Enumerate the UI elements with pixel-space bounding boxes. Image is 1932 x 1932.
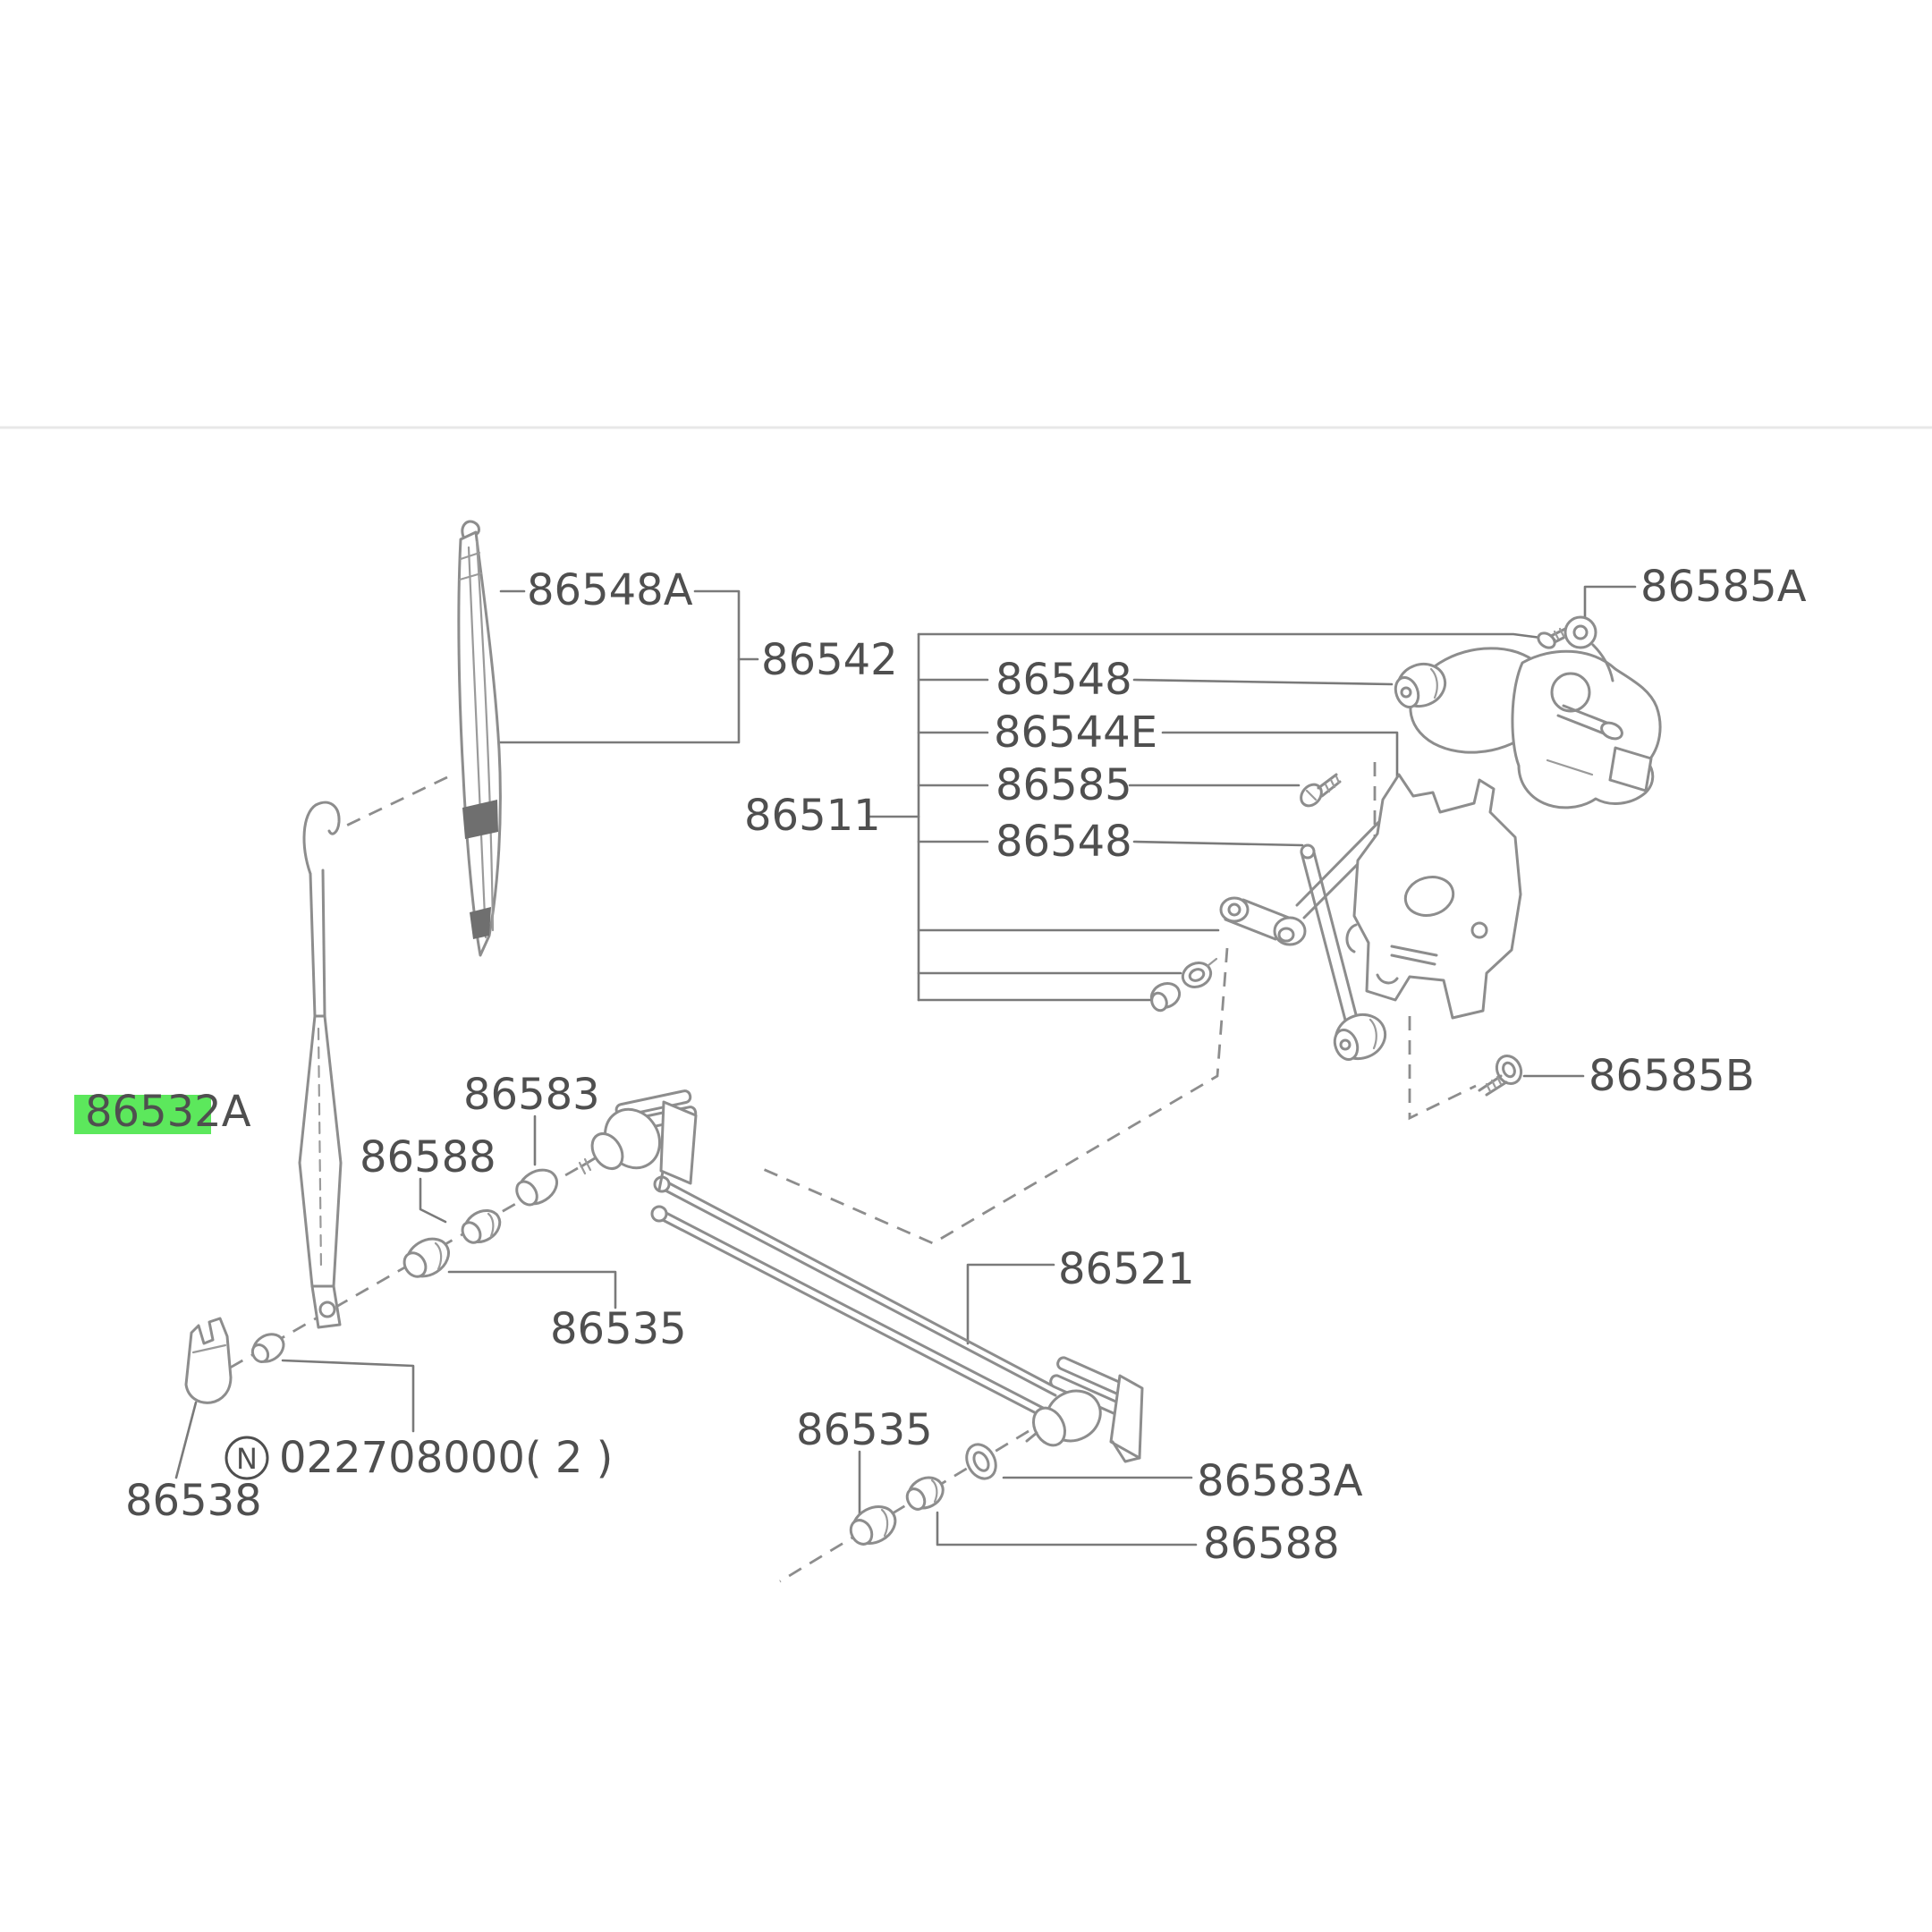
part-label-86585a[interactable]: 86585A [1640, 562, 1807, 612]
part-label-86542[interactable]: 86542 [761, 635, 898, 685]
rubber-mount-86548-lower [1333, 1013, 1387, 1061]
n-circle-letter: N [236, 1442, 258, 1476]
part-label-86511[interactable]: 86511 [744, 791, 881, 841]
part-label-86538[interactable]: 86538 [125, 1476, 262, 1526]
pivot-small-parts-left [184, 1168, 558, 1404]
washer-86583a [965, 1443, 997, 1480]
grommet-ring [1181, 962, 1213, 988]
part-label-86585[interactable]: 86585 [996, 760, 1132, 810]
part-label-86583[interactable]: 86583 [463, 1070, 600, 1120]
motor-assembly-drawing [1295, 615, 1662, 1097]
wiper-arm-drawing [298, 801, 343, 1329]
pivot-cap-86538 [184, 1317, 233, 1404]
part-label-86585b[interactable]: 86585B [1589, 1051, 1755, 1101]
part-label-86548a[interactable]: 86548A [527, 565, 693, 615]
part-label-86544e[interactable]: 86544E [994, 708, 1157, 758]
part-label-86583a[interactable]: 86583A [1197, 1456, 1363, 1506]
part-label-86548-1[interactable]: 86548 [996, 655, 1132, 705]
blade-clip-band [470, 907, 491, 939]
rubber-mount-86548-upper [1394, 662, 1447, 708]
highlight-86532a [74, 1095, 211, 1134]
n-circle-icon [225, 1436, 269, 1480]
part-label-86548-2[interactable]: 86548 [996, 817, 1132, 867]
standard-part-note[interactable]: N 022708000( 2 ) [225, 1433, 613, 1483]
screw-86585 [1300, 773, 1342, 808]
part-label-86521[interactable]: 86521 [1058, 1244, 1195, 1294]
pivot-left-drawing [578, 1089, 698, 1191]
part-label-86588-1[interactable]: 86588 [360, 1132, 496, 1182]
linkage-rods-drawing [650, 1175, 1057, 1420]
part-label-022708000[interactable]: 022708000( 2 ) [279, 1433, 613, 1483]
leader-lines [174, 585, 1637, 1546]
mount-bracket-drawing [1345, 773, 1522, 1020]
part-label-86535-2[interactable]: 86535 [796, 1405, 933, 1455]
pivot-right-drawing [1025, 1356, 1144, 1463]
part-label-86535-1[interactable]: 86535 [550, 1304, 687, 1354]
wiper-blade-drawing [457, 520, 502, 957]
blade-clip-band [462, 800, 498, 839]
part-labels: 86548A 86542 86585A 86548 86544E 86585 8… [85, 562, 1807, 1569]
crank-link-drawing [1149, 896, 1307, 1013]
screw-86585b [1478, 1054, 1523, 1097]
part-label-86532a[interactable]: 86532A [85, 1087, 251, 1137]
bolt-86585a [1537, 615, 1597, 649]
part-label-86588-2[interactable]: 86588 [1203, 1519, 1340, 1569]
pivot-small-parts-right [849, 1443, 997, 1546]
